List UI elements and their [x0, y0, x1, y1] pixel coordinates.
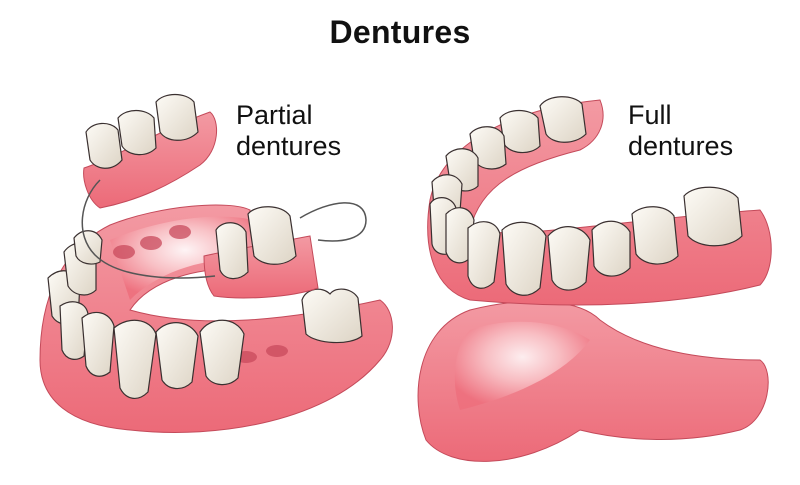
full-teeth	[429, 96, 743, 296]
partial-label-line2: dentures	[236, 131, 342, 161]
full-dentures-illustration	[417, 96, 772, 462]
full-label-line1: Full	[628, 100, 672, 130]
full-dentures-label: Full dentures	[628, 100, 733, 162]
diagram-title: Dentures	[329, 14, 471, 50]
full-label-line2: dentures	[628, 131, 734, 161]
partial-upper-teeth	[85, 93, 199, 169]
clasp-wire	[81, 179, 216, 279]
partial-lower-plate-teeth	[215, 206, 297, 280]
partial-dentures-label: Partial dentures	[236, 100, 341, 162]
partial-label-line1: Partial	[236, 100, 313, 130]
partial-lower-teeth	[47, 230, 363, 399]
partial-dentures-illustration	[39, 93, 393, 433]
